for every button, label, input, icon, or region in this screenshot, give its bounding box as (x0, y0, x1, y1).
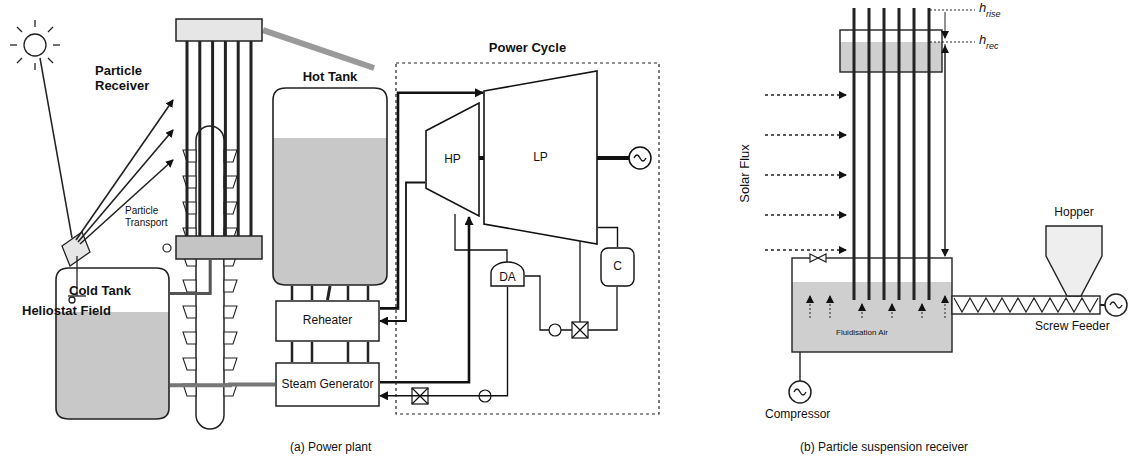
flux-arrow (765, 95, 846, 250)
sun-symbol (10, 20, 60, 70)
exhaust-line (598, 228, 618, 248)
height-symbol: h (979, 33, 986, 48)
generator-symbol (629, 147, 651, 169)
node-label: Reheater (303, 314, 352, 328)
flux-label: Solar Flux (738, 133, 753, 213)
part-label: Particle Transport (125, 205, 177, 228)
heat-exchanger-box: Steam Generator (275, 362, 380, 407)
height-symbol: h (979, 1, 986, 16)
hot-tank: Hot Tank (272, 68, 388, 286)
node-label: Particle Receiver (95, 64, 167, 94)
sun-ray (40, 58, 72, 238)
part-label: Compressor (765, 408, 830, 422)
node-label: C (613, 260, 622, 274)
screw-feeder (952, 294, 1127, 316)
fluidisation-arrow (810, 296, 945, 318)
part-label: Screw Feeder (1035, 320, 1110, 334)
valve-symbol (810, 254, 826, 262)
power-cycle-region: Power CycleHPLPDAC (395, 62, 660, 415)
feedwater-line (380, 287, 508, 396)
node-label: Power Cycle (489, 41, 566, 56)
particle-receiver: Particle Receiver (175, 18, 263, 260)
node-label: LP (533, 151, 548, 165)
particle-chute (263, 30, 374, 68)
height-subscript: rise (986, 9, 1001, 19)
turbine-stage: LP (483, 70, 598, 245)
particle-tube (328, 286, 331, 300)
condenser: C (600, 247, 635, 287)
level-marker (930, 10, 975, 256)
node-label: Hot Tank (303, 70, 358, 85)
heat-exchanger-box: Reheater (275, 300, 380, 342)
hopper-outline (1045, 206, 1103, 296)
hot-tank-outline (272, 68, 388, 286)
height-subscript: rec (986, 41, 999, 51)
node-label: Steam Generator (281, 378, 373, 392)
cold-tank: Cold Tank (55, 262, 170, 420)
sub-caption: (b) Particle suspension receiver (800, 441, 968, 455)
particle-transport-line (170, 260, 210, 294)
deaerator: DA (490, 262, 525, 287)
hopper: Hopper (1045, 206, 1103, 296)
part-label: Fluidisation Air (836, 328, 888, 337)
sub-caption: (a) Power plant (290, 441, 371, 455)
node-label: HP (444, 153, 461, 167)
particle-receiver-outline (175, 18, 263, 260)
heat-exchanger-symbol (412, 322, 588, 404)
pump-symbol (479, 324, 561, 402)
turbine-stage: HP (425, 102, 480, 217)
compressor-symbol (789, 352, 811, 403)
node-label: Cold Tank (69, 284, 131, 299)
part-label: Heliostat Field (22, 304, 111, 319)
node-label: Hopper (1054, 206, 1093, 220)
steam-line (380, 217, 469, 382)
suspension-receiver (792, 8, 952, 352)
node-label: DA (499, 271, 516, 285)
particle-duct (170, 383, 275, 388)
